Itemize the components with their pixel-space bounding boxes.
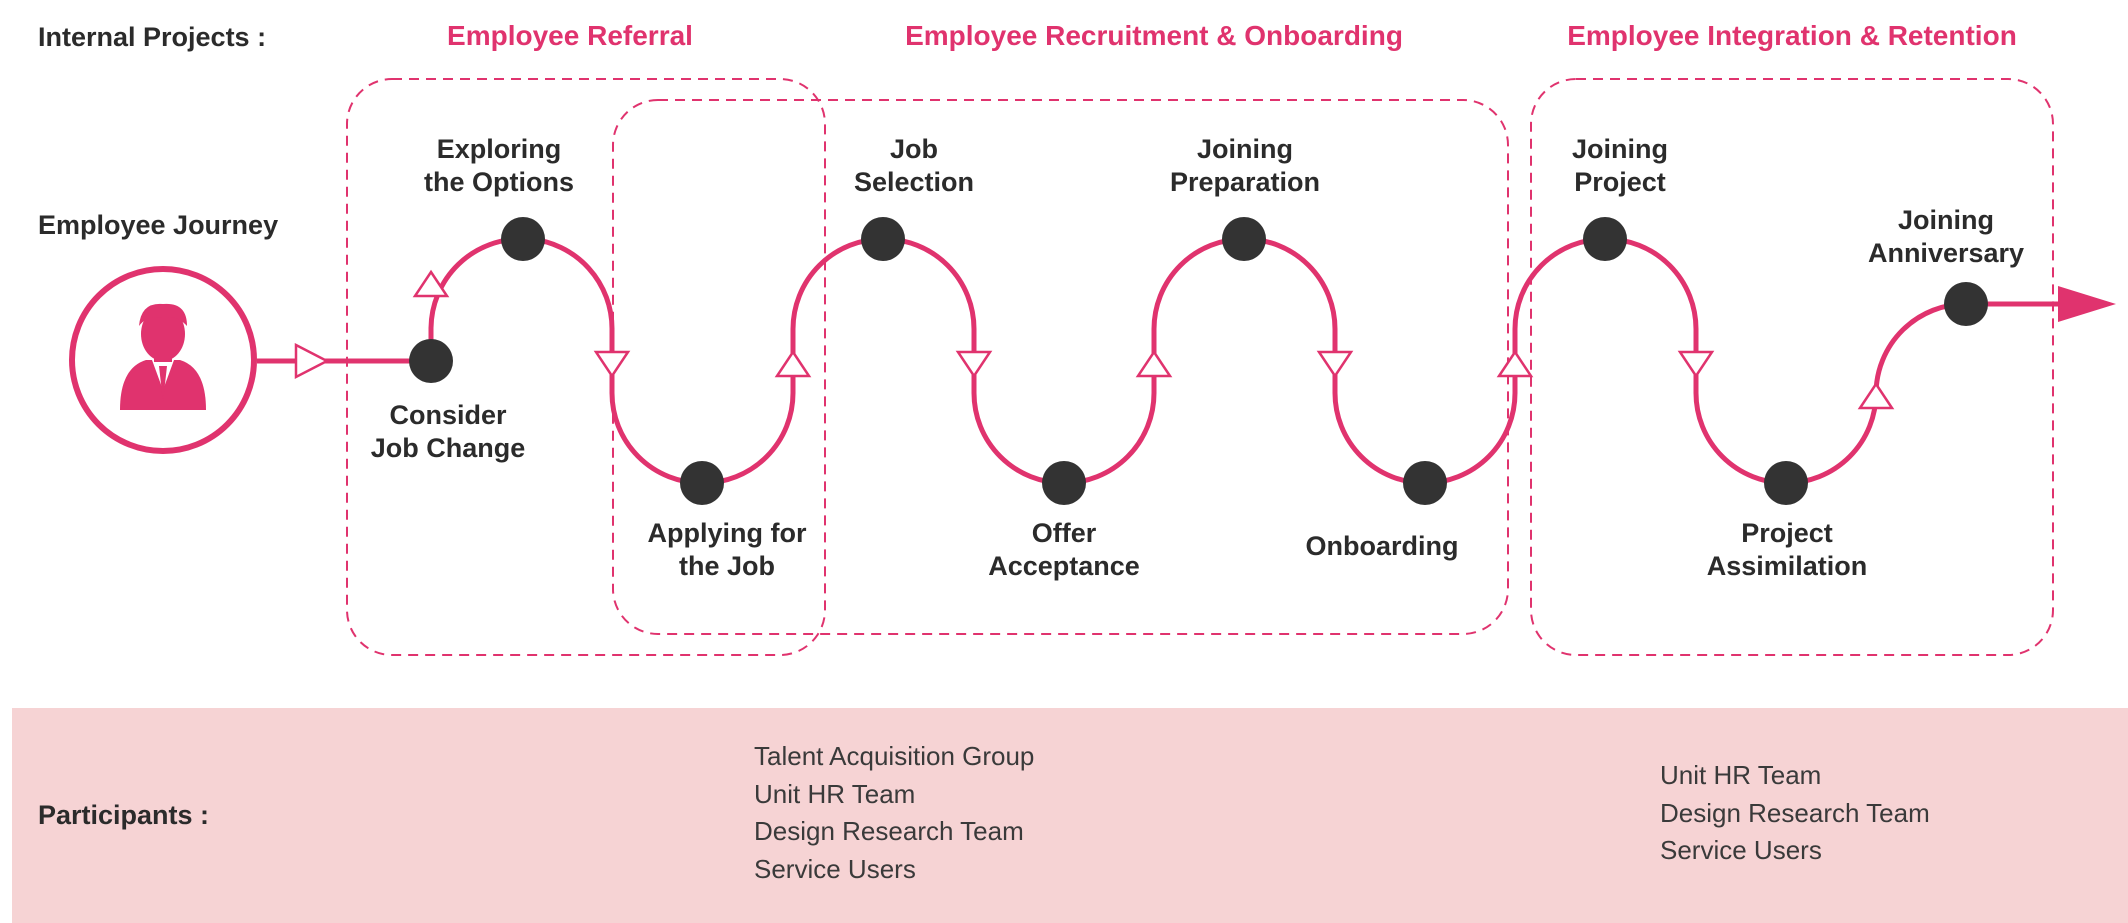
- participant-item: Unit HR Team: [754, 778, 916, 809]
- stage-label-line: Job: [889, 134, 939, 164]
- triangle-arrow-icon: [1316, 350, 1354, 379]
- triangle-arrow-icon: [294, 342, 330, 380]
- stage-label-line: Exploring: [436, 134, 562, 164]
- group-title-recruitment: Employee Recruitment & Onboarding: [905, 20, 1403, 51]
- stage-label-joining-anniversary: Joining Anniversary: [1868, 204, 2024, 270]
- triangle-arrow-icon: [1857, 381, 1895, 410]
- stage-label-line: Onboarding: [1305, 531, 1459, 561]
- stage-node: [1764, 461, 1808, 505]
- stage-label-line: Preparation: [1169, 167, 1321, 197]
- stage-label-onboarding: Onboarding: [1306, 530, 1459, 563]
- stage-label-line: Joining: [1196, 134, 1293, 164]
- triangle-arrow-icon: [412, 269, 450, 298]
- participants-recruitment-list: Talent Acquisition Group Unit HR Team De…: [754, 738, 1034, 888]
- triangle-arrow-icon: [955, 350, 993, 379]
- triangle-arrow-icon: [774, 349, 812, 378]
- stage-label-line: Offer: [1031, 518, 1097, 548]
- stage-label-line: Consider: [389, 400, 507, 430]
- stage-node: [1222, 217, 1266, 261]
- stage-label-line: Job Change: [370, 433, 526, 463]
- stage-node: [861, 217, 905, 261]
- stage-label-line: Joining: [1572, 134, 1668, 164]
- arrowhead-icon: [2058, 286, 2116, 322]
- stage-label-line: Anniversary: [1867, 238, 2025, 268]
- participants-integration-list: Unit HR Team Design Research Team Servic…: [1660, 757, 1930, 870]
- stage-node: [1583, 217, 1627, 261]
- stage-label-project-assimilation: Project Assimilation: [1707, 517, 1868, 583]
- stage-label-line: Applying for: [647, 518, 807, 548]
- stage-node: [501, 217, 545, 261]
- group-title-integration: Employee Integration & Retention: [1567, 20, 2017, 51]
- employee-journey-label: Employee Journey: [38, 210, 279, 240]
- stage-label-line: Assimilation: [1706, 551, 1868, 581]
- stage-label-line: the Job: [678, 551, 776, 581]
- stage-node: [1042, 461, 1086, 505]
- stage-node: [1403, 461, 1447, 505]
- journey-diagram: [69, 78, 2116, 656]
- stage-label-joining-preparation: Joining Preparation: [1170, 133, 1320, 199]
- triangle-arrow-icon: [593, 350, 631, 379]
- participant-item: Service Users: [754, 853, 916, 884]
- participants-band: [12, 708, 2128, 923]
- stage-label-line: the Options: [424, 167, 574, 197]
- stage-label-line: Acceptance: [988, 551, 1140, 581]
- triangle-arrow-icon: [1677, 350, 1715, 379]
- stage-label-line: Project: [1574, 167, 1666, 197]
- stage-node: [1944, 282, 1988, 326]
- journey-path: [428, 236, 2060, 486]
- participant-item: Talent Acquisition Group: [754, 741, 1035, 771]
- group-title-referral: Employee Referral: [447, 20, 693, 51]
- stage-label-offer-acceptance: Offer Acceptance: [988, 517, 1140, 583]
- stage-label-consider-job-change: Consider Job Change: [371, 399, 526, 465]
- internal-projects-label: Internal Projects :: [38, 22, 267, 52]
- participant-item: Design Research Team: [754, 816, 1024, 846]
- group-box-integration: [1530, 78, 2054, 656]
- participant-item: Service Users: [1660, 835, 1822, 865]
- participant-item: Design Research Team: [1660, 797, 1930, 828]
- stage-label-job-selection: Job Selection: [854, 133, 974, 199]
- stage-node: [409, 339, 453, 383]
- participant-item: Unit HR Team: [1660, 760, 1822, 790]
- group-box-referral: [346, 78, 826, 656]
- participants-label: Participants :: [38, 800, 210, 830]
- employee-avatar-icon: [69, 266, 257, 454]
- stage-node: [680, 461, 724, 505]
- stage-label-line: Joining: [1898, 205, 1994, 235]
- stage-label-exploring-options: Exploring the Options: [424, 133, 574, 199]
- triangle-arrow-icon: [1135, 349, 1173, 378]
- stage-label-line: Selection: [853, 167, 975, 197]
- triangle-arrow-icon: [1496, 349, 1534, 378]
- stage-label-applying-job: Applying for the Job: [648, 517, 807, 583]
- stage-label-line: Project: [1741, 518, 1833, 548]
- stage-label-joining-project: Joining Project: [1572, 133, 1668, 199]
